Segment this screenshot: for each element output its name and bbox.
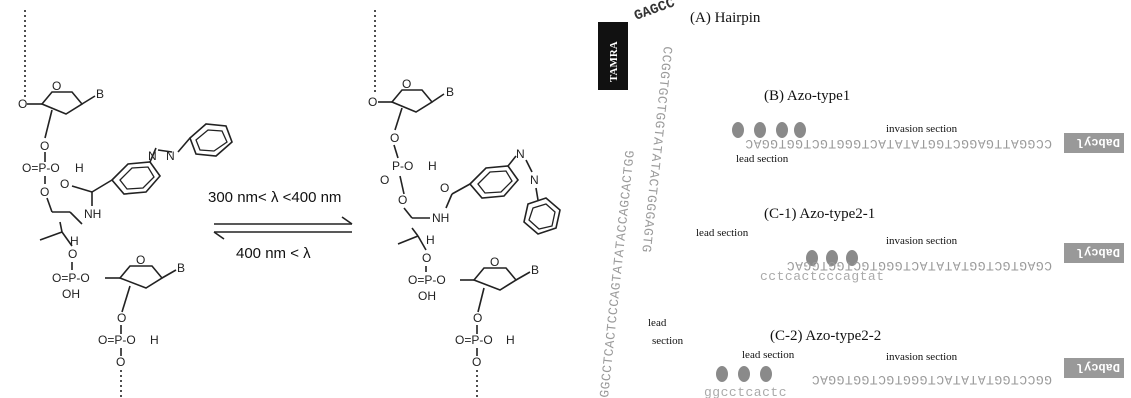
dabcyl-tag-b — [1064, 133, 1124, 153]
panel-b-title: (B) Azo-type1 — [764, 88, 850, 104]
dabcyl-tag-c1 — [1064, 243, 1124, 263]
atom-base-b-2: B — [177, 261, 185, 275]
atom-o-2: O — [40, 139, 49, 153]
hairpin-loop: GAGCC — [632, 0, 678, 25]
backward-condition: 400 nm < λ — [236, 245, 311, 262]
atom-o-5r: O — [422, 251, 431, 265]
atom-h-2r: H — [426, 233, 435, 247]
atom-n-azo-rb: N — [530, 173, 539, 187]
invasion-label-b: invasion section — [886, 123, 958, 135]
azo-marks-c2 — [716, 366, 772, 382]
atom-opo-3: O=P-O — [98, 333, 136, 347]
atom-nh-1r: NH — [432, 211, 449, 225]
atom-o-3: O — [40, 185, 49, 199]
atom-n-azo-ra: N — [516, 147, 525, 161]
atom-o-4: O — [68, 247, 77, 261]
atom-o-6r: O — [473, 311, 482, 325]
atom-o-3r: O — [380, 173, 389, 187]
atom-base-b-2r: B — [531, 263, 539, 277]
atom-h-3r: H — [506, 333, 515, 347]
atom-o-top-r: O — [368, 95, 377, 109]
atom-oh-r: OH — [418, 289, 436, 303]
atom-base-b-1r: B — [446, 85, 454, 99]
atom-nh-1: NH — [84, 207, 101, 221]
atom-ring-o-1r: O — [402, 77, 411, 91]
panel-c1: (C-1) Azo-type2-1 lead section invasion … — [696, 206, 1124, 284]
invasion-label-c1: invasion section — [886, 235, 958, 247]
lead-label-b: lead section — [736, 153, 789, 165]
atom-o-6: O — [116, 355, 125, 369]
atom-o-7r: O — [472, 355, 481, 369]
atom-opo-r2: O=P-O — [408, 273, 446, 287]
atom-h-3: H — [150, 333, 159, 347]
atom-o-5: O — [117, 311, 126, 325]
dabcyl-label-c1: Dabcyl — [1077, 245, 1120, 259]
invasion-label-c2: invasion section — [886, 351, 958, 363]
atom-o-2r: O — [390, 131, 399, 145]
strand-c1: CGAGTGCTGGTATATACTGGGTGCTGGTGGAC — [786, 258, 1052, 273]
panel-c1-title: (C-1) Azo-type2-1 — [764, 206, 875, 222]
atom-h-2: H — [70, 234, 79, 248]
atom-p-r: P-O — [392, 159, 413, 173]
azo-marks-c1 — [806, 250, 858, 266]
panel-b: (B) Azo-type1 invasion section CCGGATTGA… — [732, 88, 1124, 165]
atom-opo-1: O=P-O — [22, 161, 60, 175]
atom-h-1: H — [75, 161, 84, 175]
atom-ring-o-2r: O — [490, 255, 499, 269]
atom-opo-2: O=P-O — [52, 271, 90, 285]
panel-a-title: (A) Hairpin — [690, 10, 761, 26]
atom-h-1r: H — [428, 159, 437, 173]
atom-o-4r: O — [398, 193, 407, 207]
atom-oh-1: OH — [62, 287, 80, 301]
hairpin-stem-2: CCGGTGCTGGTATATACTGGGAGTG — [638, 46, 675, 254]
panel-c2: (C-2) Azo-type2-2 lead section invasion … — [704, 328, 1124, 398]
forward-condition: 300 nm< λ <400 nm — [208, 189, 341, 206]
lead-label-a-1: lead — [648, 317, 667, 329]
lead-label-a-2: section — [652, 335, 684, 347]
atom-o-amide-r: O — [440, 181, 449, 195]
azo-marks-b — [732, 122, 806, 138]
strand-c2-lower: ggcctcactc — [704, 385, 787, 398]
atom-opo-r3: O=P-O — [455, 333, 493, 347]
dabcyl-tag-c2 — [1064, 358, 1124, 378]
dabcyl-label-b: Dabcyl — [1077, 135, 1120, 149]
strand-b: CCGGATTGAGGCTGGTATATACTGGGTGCTGGTGGAC — [745, 136, 1052, 151]
dabcyl-label-c2: Dabcyl — [1077, 360, 1120, 374]
atom-n-azo-1a: N — [148, 149, 157, 163]
atom-ring-o-1: O — [52, 79, 61, 93]
atom-ring-o-2: O — [136, 253, 145, 267]
atom-o-top: O — [18, 97, 27, 111]
equilibrium-arrows: 300 nm< λ <400 nm 400 nm < λ — [208, 189, 353, 262]
strand-c2: GGCCTGGTATATACTGGGTGCTGGTGGAC — [811, 372, 1052, 387]
atom-o-amide-1: O — [60, 177, 69, 191]
lead-label-c2: lead section — [742, 349, 795, 361]
molecule-cis: O O B O P-O O H O NH H O N N O O=P-O — [368, 10, 561, 398]
molecule-trans: O O B O O=P-O H O NH H O N N — [18, 10, 233, 398]
tamra-tag: TAMRA — [598, 22, 628, 90]
atom-base-b-1: B — [96, 87, 104, 101]
hairpin-stem-1: GGCCTCACTCCCAGTATATACCAGCACTGG — [597, 149, 638, 398]
panel-c2-title: (C-2) Azo-type2-2 — [770, 328, 881, 344]
atom-n-azo-1b: N — [166, 149, 175, 163]
tamra-label: TAMRA — [608, 41, 620, 82]
lead-label-c1: lead section — [696, 227, 749, 239]
strand-c1-lower: cctcactcccagtat — [760, 269, 885, 284]
